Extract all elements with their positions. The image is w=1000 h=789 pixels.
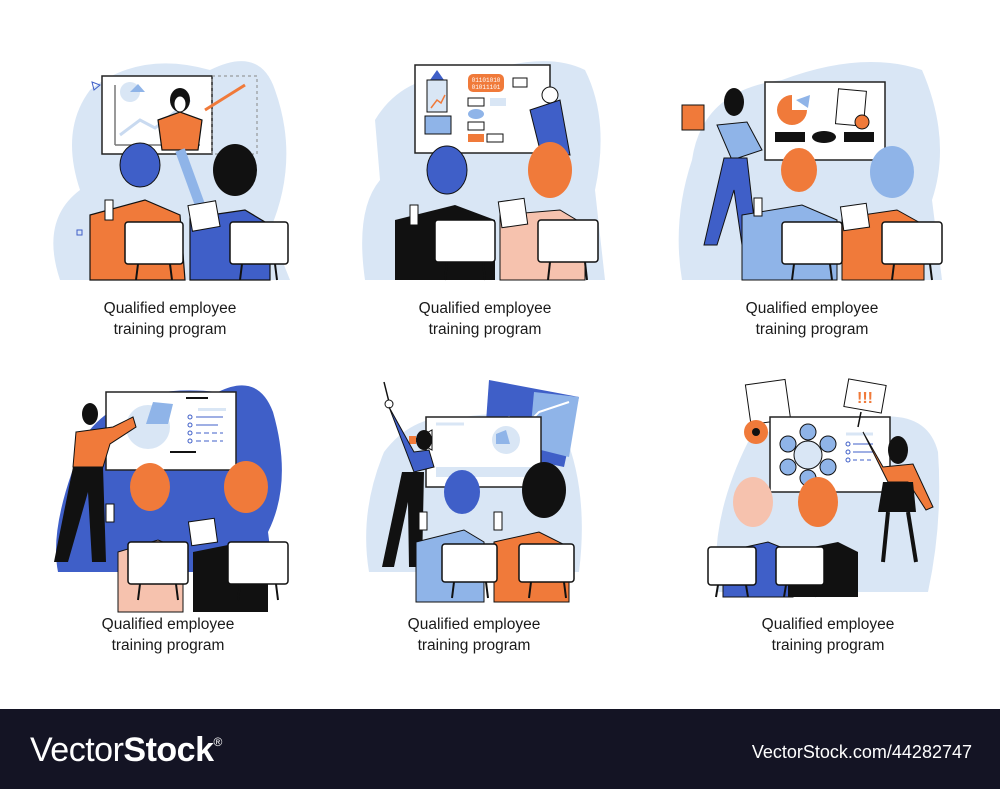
caption-line-1: Qualified employee [761, 616, 895, 633]
training-illustration-5 [366, 380, 582, 603]
caption-line-2: training program [111, 637, 225, 654]
watermark-footer: VectorStock® VectorStock.com/44282747 [0, 709, 1000, 789]
panel-caption: Qualified employee training program [335, 298, 635, 340]
caption-line-2: training program [417, 637, 531, 654]
panel-caption: Qualified employee training program [662, 298, 962, 340]
logo-text-thin: Vector [30, 731, 124, 769]
training-illustration-1 [53, 61, 291, 281]
caption-line-2: training program [755, 321, 869, 338]
caption-line-1: Qualified employee [103, 300, 237, 317]
caption-line-2: training program [428, 321, 542, 338]
panel-caption: Qualified employee training program [18, 614, 318, 656]
training-illustration-3 [678, 62, 943, 281]
image-url: VectorStock.com/44282747 [751, 742, 972, 762]
panel-caption: Qualified employee training program [20, 298, 320, 340]
binary-text-1: 01101010 [472, 77, 501, 84]
caption-line-1: Qualified employee [101, 616, 235, 633]
illustration-panel-1: Qualified employee training program [20, 40, 320, 360]
caption-line-1: Qualified employee [407, 616, 541, 633]
illustration-panel-5: Qualified employee training program [324, 372, 624, 692]
vectorstock-logo: VectorStock® [30, 731, 222, 770]
logo-text-bold: Stock [123, 731, 214, 769]
caption-line-1: Qualified employee [418, 300, 552, 317]
caption-line-2: training program [771, 637, 885, 654]
binary-text-2: 01011101 [472, 84, 501, 91]
illustration-panel-2: 01101010 01011101 Qualified employee tra… [335, 40, 635, 360]
panel-caption: Qualified employee training program [678, 614, 978, 656]
illustration-panel-6: !!! Qualified employee training program [678, 372, 978, 692]
training-illustration-4 [54, 385, 289, 613]
registered-mark: ® [213, 735, 222, 749]
illustration-panel-4: Qualified employee training program [18, 372, 318, 692]
caption-line-1: Qualified employee [745, 300, 879, 317]
training-illustration-6: !!! [707, 378, 940, 598]
caption-line-2: training program [113, 321, 227, 338]
illustration-panel-3: Qualified employee training program [662, 40, 962, 360]
alert-sign-text: !!! [857, 390, 873, 407]
panel-caption: Qualified employee training program [324, 614, 624, 656]
training-illustration-2: 01101010 01011101 [362, 61, 605, 281]
